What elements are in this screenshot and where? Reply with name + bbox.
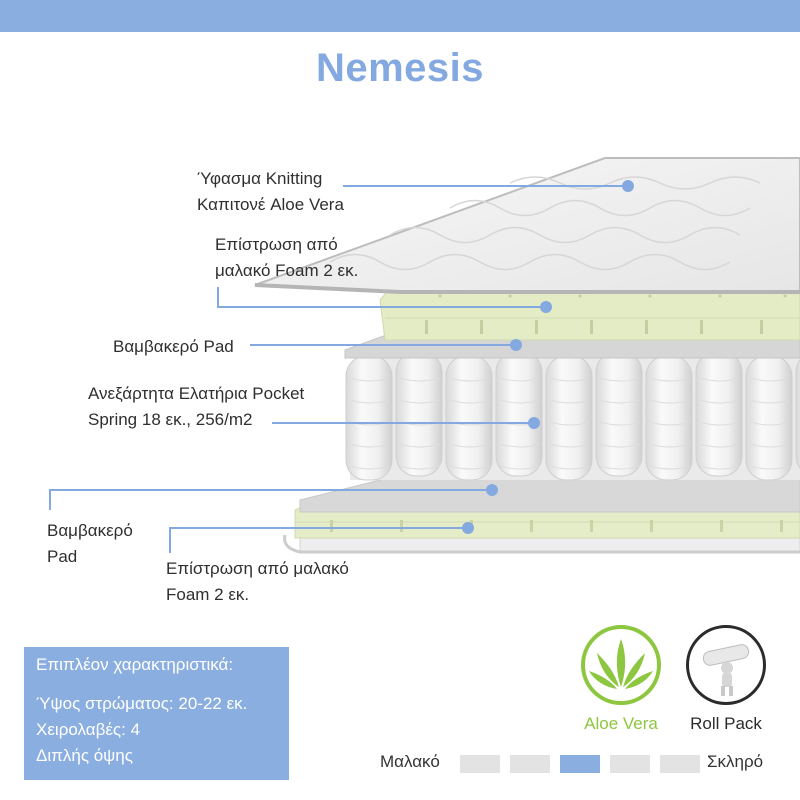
aloe-leaf-icon (589, 639, 653, 689)
spring-coils (345, 351, 800, 481)
spring-coil-ridge (449, 465, 491, 470)
spring-coil-ridge (749, 443, 791, 448)
label-top-cotton-pad: Βαμβακερό Pad (113, 337, 234, 356)
spring-coil-ridge (599, 421, 641, 426)
spring-coil-ridge (699, 443, 741, 448)
top-accent-bar (0, 0, 800, 32)
spring-coil-ridge (699, 421, 741, 426)
product-title: Nemesis (315, 46, 485, 90)
spring-coil (545, 355, 593, 481)
top-foam-layer (379, 281, 800, 341)
spring-coil-ridge (449, 443, 491, 448)
feature-handles: Χειρολαβές: 4 (36, 720, 141, 739)
firmness-segment-2 (510, 755, 550, 773)
roll-pack-badge (686, 625, 766, 705)
spring-coil (395, 351, 443, 477)
extra-features-panel: Επιπλέον χαρακτηριστικά: Ύψος στρώματος:… (24, 647, 289, 780)
spring-coil-ridge (499, 399, 541, 404)
spring-coil-ridge (599, 465, 641, 470)
spring-coil-ridge (349, 443, 391, 448)
spring-coil-ridge (349, 465, 391, 470)
spring-coil-ridge (499, 443, 541, 448)
mattress-illustration (49, 157, 800, 554)
spring-coil (595, 351, 643, 477)
spring-coil-ridge (699, 399, 741, 404)
spring-coil-ridge (699, 377, 741, 382)
firmness-segment-3 (560, 755, 600, 773)
spring-coil-ridge (399, 465, 441, 470)
spring-coil-ridge (649, 377, 691, 382)
quilted-top-cover (254, 157, 800, 294)
spring-coil-ridge (349, 399, 391, 404)
spring-coil (345, 355, 393, 481)
roll-pack-label: Roll Pack (690, 714, 762, 733)
firmness-soft-label: Μαλακό (380, 752, 440, 771)
features-header: Επιπλέον χαρακτηριστικά: (36, 655, 234, 674)
spring-coil-ridge (749, 421, 791, 426)
firmness-segment-1 (460, 755, 500, 773)
feature-double-sided: Διπλής όψης (36, 746, 133, 765)
spring-coil-ridge (649, 399, 691, 404)
spring-coil-ridge (399, 443, 441, 448)
firmness-segment-4 (610, 755, 650, 773)
spring-coil-ridge (549, 377, 591, 382)
spring-coil-ridge (349, 377, 391, 382)
spring-coil-ridge (649, 465, 691, 470)
spring-coil-ridge (399, 399, 441, 404)
spring-coil-ridge (649, 421, 691, 426)
spring-coil (645, 355, 693, 481)
aloe-vera-badge (581, 625, 661, 705)
spring-coil-ridge (549, 465, 591, 470)
pocket-springs (345, 350, 800, 481)
spring-coil-ridge (599, 377, 641, 382)
spring-coil-ridge (499, 377, 541, 382)
spring-coil-ridge (399, 377, 441, 382)
feature-height: Ύψος στρώματος: 20-22 εκ. (36, 694, 248, 713)
spring-coil-ridge (749, 465, 791, 470)
spring-coil-ridge (599, 443, 641, 448)
spring-coil-ridge (699, 465, 741, 470)
firmness-segment-5 (660, 755, 700, 773)
spring-coil (495, 351, 543, 477)
spring-coil-ridge (549, 399, 591, 404)
spring-coil-ridge (549, 443, 591, 448)
spring-coil-ridge (549, 421, 591, 426)
spring-coil-ridge (499, 465, 541, 470)
spring-coil-ridge (449, 377, 491, 382)
spring-coil (745, 355, 793, 481)
spring-coil-ridge (599, 399, 641, 404)
spring-coil-ridge (649, 443, 691, 448)
spring-coil-ridge (449, 399, 491, 404)
person-carrying-roll-icon (702, 644, 750, 696)
spring-coil-ridge (749, 377, 791, 382)
firmness-hard-label: Σκληρό (707, 752, 764, 771)
spring-coil (445, 355, 493, 481)
spring-coil (695, 351, 743, 477)
spring-coil-ridge (749, 399, 791, 404)
aloe-vera-label: Aloe Vera (584, 714, 658, 733)
spring-coil (795, 359, 800, 469)
